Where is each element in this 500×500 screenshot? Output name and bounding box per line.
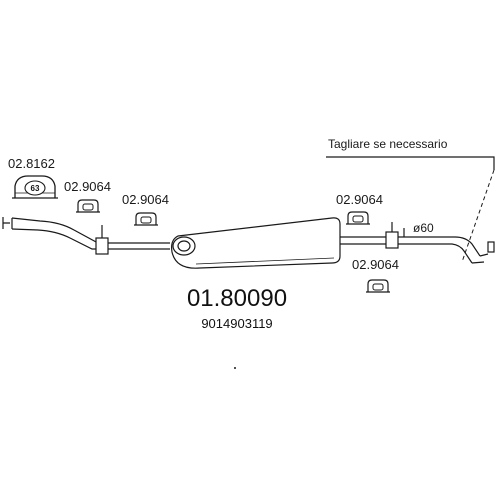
stray-dot [234, 367, 236, 369]
cut-note: Tagliare se necessario [328, 137, 448, 151]
hanger-2-part-code: 02.9064 [122, 192, 169, 207]
clamp-part-code: 02.8162 [8, 156, 55, 171]
hanger-icon [134, 212, 158, 226]
cut-line [461, 169, 495, 263]
clamp-icon: 63 [12, 175, 58, 199]
hanger-4-part-code: 02.9064 [352, 257, 399, 272]
hanger-1-part-code: 02.9064 [64, 179, 111, 194]
cut-note-bracket [326, 156, 495, 170]
oem-code: 9014903119 [201, 316, 272, 331]
hanger-3-part-code: 02.9064 [336, 192, 383, 207]
exhaust-pipe-assembly [2, 217, 495, 269]
pipe-diameter: ø60 [413, 221, 434, 235]
product-code: 01.80090 [187, 285, 287, 312]
clamp-size-label: 63 [31, 184, 40, 193]
hanger-icon [76, 199, 100, 213]
hanger-icon [366, 279, 390, 293]
hanger-icon [346, 211, 370, 225]
